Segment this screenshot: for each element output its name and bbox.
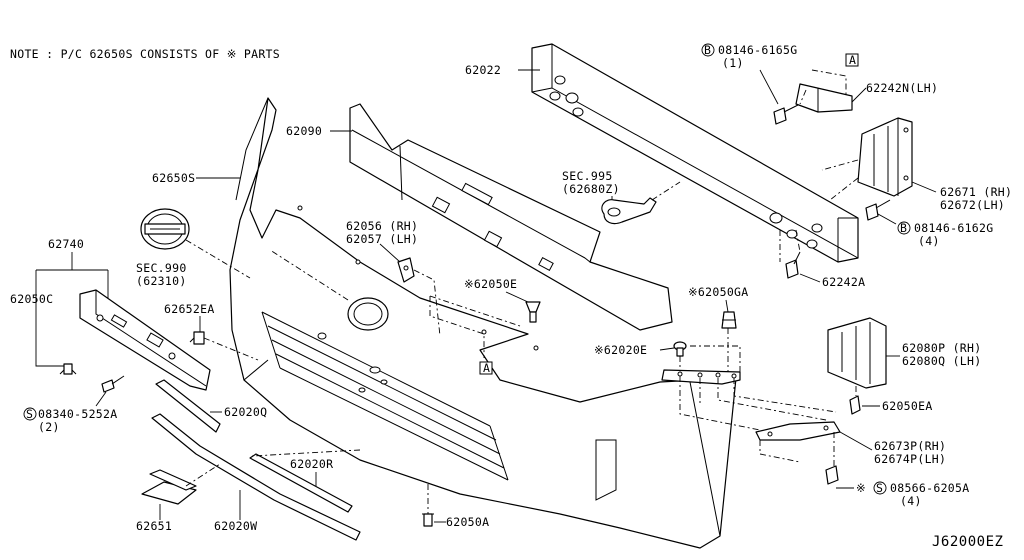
label-62090: 62090 (286, 124, 322, 138)
label-08340-qty: (2) (38, 420, 60, 434)
bracket-62673-62674 (755, 421, 841, 441)
label-08146-6165g: 08146-6165G (718, 43, 797, 57)
label-62050a: 62050A (446, 515, 489, 529)
label-62020r: 62020R (290, 457, 333, 471)
label-sec990: SEC.990 (136, 261, 187, 275)
bracket-62056-62057 (397, 257, 415, 283)
clip-62050a (422, 513, 434, 527)
clip-62050c (59, 363, 77, 375)
label-62080q: 62080Q (LH) (902, 354, 981, 368)
molding-62020q (155, 379, 221, 433)
bracket-62671-62672 (857, 117, 913, 197)
bolt-62050ea (849, 395, 861, 415)
molding-62020r (249, 453, 353, 513)
label-62740: 62740 (48, 237, 84, 251)
clip-62652ea (189, 331, 205, 345)
energy-absorber-62090 (349, 103, 673, 331)
label-08566-mark: ※ (856, 481, 866, 495)
label-62651: 62651 (136, 519, 172, 533)
box-a-2: A (849, 53, 856, 67)
tow-hook-sec995 (601, 197, 657, 225)
label-62672: 62672(LH) (940, 198, 1005, 212)
label-08566-qty: (4) (900, 494, 922, 508)
b-letter-2: B (900, 221, 907, 235)
s-letter-2: S (876, 481, 883, 495)
air-guide-62080 (827, 317, 887, 389)
b-letter-1: B (704, 43, 711, 57)
label-62671: 62671 (RH) (940, 185, 1012, 199)
label-62020e: ※62020E (594, 343, 647, 357)
fog-cap (347, 297, 389, 331)
bolt-08146-6165g (773, 103, 801, 125)
clip-62050e (525, 301, 541, 323)
label-62080p: 62080P (RH) (902, 341, 981, 355)
bolt-62242a (785, 251, 801, 279)
clip-62050ga (721, 311, 737, 329)
b-circle-icon-1 (701, 43, 715, 57)
emblem-sec990 (140, 208, 190, 250)
diagram-code: J62000EZ (932, 534, 1003, 550)
label-62057: 62057 (LH) (346, 232, 418, 246)
label-62650s: 62650S (152, 171, 195, 185)
label-62050c: 62050C (10, 292, 53, 306)
label-62050e: ※62050E (464, 277, 517, 291)
label-08146-6165g-qty: (1) (722, 56, 744, 70)
bracket-fascia-side (661, 369, 741, 385)
label-62050ga: ※62050GA (688, 285, 749, 299)
clip-62020e (673, 341, 687, 357)
s-letter-1: S (26, 407, 33, 421)
label-sec990-sub: (62310) (136, 274, 187, 288)
b-circle-icon-2 (897, 221, 911, 235)
towhook-cover-62651 (141, 469, 197, 505)
label-62020w: 62020W (214, 519, 257, 533)
label-62652ea: 62652EA (164, 302, 215, 316)
label-sec995: SEC.995 (562, 169, 613, 183)
label-62673p: 62673P(RH) (874, 439, 946, 453)
label-08566: 08566-6205A (890, 481, 969, 495)
bumper-fascia-62650s (229, 97, 737, 549)
label-62022: 62022 (465, 63, 501, 77)
label-08146-6162g: 08146-6162G (914, 221, 993, 235)
label-08340: 08340-5252A (38, 407, 117, 421)
bumper-reinforcement-62022 (531, 43, 859, 263)
label-62050ea: 62050EA (882, 399, 933, 413)
screw-08566 (825, 465, 839, 485)
label-sec995-sub: (62680Z) (562, 182, 620, 196)
label-62242a: 62242A (822, 275, 865, 289)
box-a-1: A (483, 361, 490, 375)
s-circle-icon (23, 407, 37, 421)
label-62020q: 62020Q (224, 405, 267, 419)
label-62056: 62056 (RH) (346, 219, 418, 233)
s-circle-icon-2 (873, 481, 887, 495)
screw-08340 (101, 375, 125, 393)
label-08146-6162g-qty: (4) (918, 234, 940, 248)
bolt-08146-6162g (865, 199, 891, 221)
license-bracket-62740 (79, 289, 211, 391)
bracket-62242n (795, 83, 853, 113)
label-62674p: 62674P(LH) (874, 452, 946, 466)
note-text: NOTE : P/C 62650S CONSISTS OF ※ PARTS (10, 47, 280, 61)
label-62242n: 62242N(LH) (866, 81, 938, 95)
molding-62020w (151, 413, 361, 541)
